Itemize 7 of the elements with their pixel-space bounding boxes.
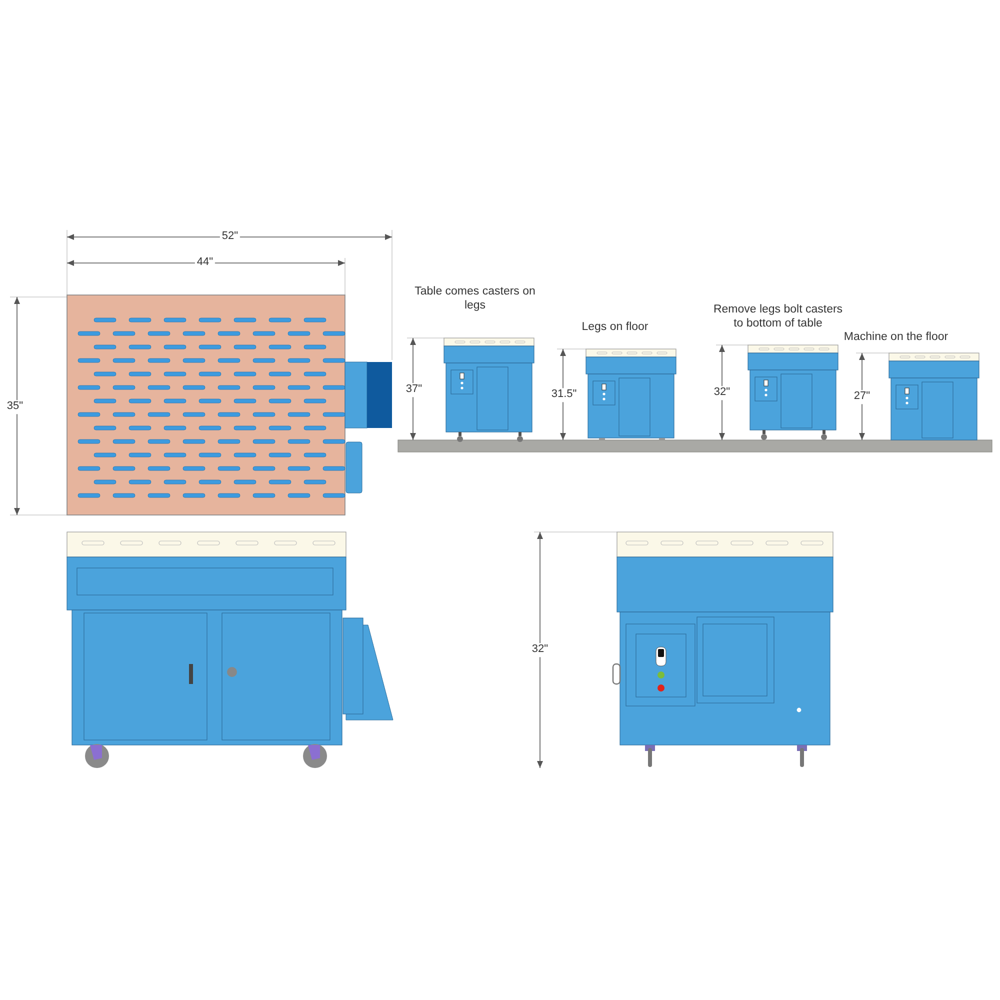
dimension-label: 31.5" [549, 388, 579, 402]
caption: Legs on floor [580, 320, 650, 334]
dimension-label: 32" [530, 643, 550, 657]
dimension-label: 27" [852, 390, 872, 404]
dimension-label: 35" [4, 400, 26, 414]
dimension-label: 37" [404, 383, 424, 397]
dimension-label: 32" [712, 386, 732, 400]
